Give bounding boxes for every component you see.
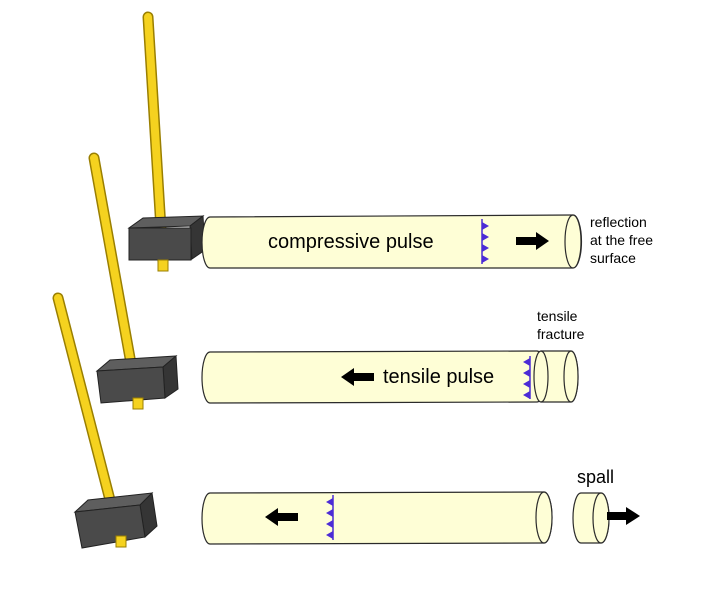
hammer-handle [88, 152, 143, 403]
fracture-annotation: tensile fracture [537, 308, 585, 342]
panel-compressive: compressive pulse reflection at the free… [127, 11, 657, 272]
hammer-head [127, 215, 206, 261]
handle-tip [157, 259, 169, 272]
reflection-annotation: reflection at the free surface [590, 214, 657, 266]
segment-end-face [563, 350, 579, 403]
handle-tip [115, 535, 127, 548]
wavefront [481, 219, 489, 264]
wavefront [326, 495, 334, 540]
rod-end-face [535, 491, 553, 544]
panel-spall: spall [52, 292, 640, 549]
arrow-right-icon [516, 232, 549, 250]
rod [201, 491, 553, 545]
handle-tip [132, 397, 144, 410]
hammer-head [95, 354, 179, 404]
fracture-line [540, 350, 549, 403]
arrow-left-icon [265, 508, 298, 526]
pulse-label: tensile pulse [383, 366, 494, 388]
arrow-left-icon [341, 368, 374, 386]
pulse-label: compressive pulse [268, 231, 434, 253]
panel-tensile: tensile pulse tensile fracture [88, 152, 585, 410]
rod-end-face [564, 214, 582, 269]
wavefront [523, 356, 531, 399]
spall-label: spall [577, 467, 614, 487]
hammer-head [73, 491, 158, 549]
arrow-right-icon [607, 507, 640, 525]
spall-end-face [592, 492, 610, 544]
hammer-handle [52, 292, 125, 541]
